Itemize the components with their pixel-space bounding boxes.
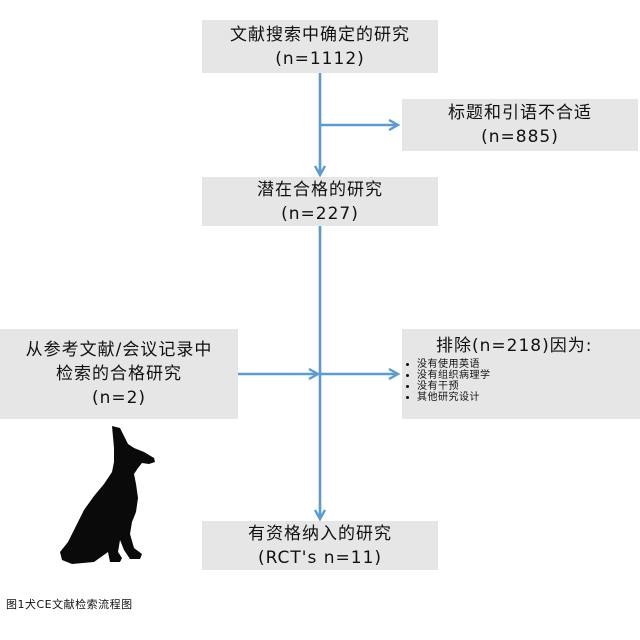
list-item: 其他研究设计 (406, 392, 491, 403)
list-item: 没有组织病理学 (406, 370, 491, 381)
potential-line2: (n=227) (281, 203, 359, 224)
included-line2: (RCT's n=11) (257, 547, 383, 568)
reason-text: 没有组织病理学 (417, 370, 491, 381)
list-item: 没有使用英语 (406, 359, 491, 370)
box-potentially-eligible: 潜在合格的研究 (n=227) (202, 177, 438, 226)
references-line2: 检索的合格研究 (56, 364, 182, 384)
exclusion-reasons-list: 没有使用英语 没有组织病理学 没有干预 其他研究设计 (402, 359, 491, 403)
reason-text: 没有使用英语 (417, 359, 480, 370)
dog-silhouette-icon (60, 426, 155, 564)
bullet-icon (406, 374, 409, 377)
box-identified-studies: 文献搜索中确定的研究 (n=1112) (202, 20, 438, 73)
box-references-search: 从参考文献/会议记录中 检索的合格研究 (n=2) (0, 329, 238, 419)
included-line1: 有资格纳入的研究 (248, 523, 392, 544)
references-line1: 从参考文献/会议记录中 (25, 340, 213, 360)
box-excluded-reasons: 排除(n=218)因为: 没有使用英语 没有组织病理学 没有干预 其他研究设计 (402, 329, 640, 419)
figure-caption: 图1犬CE文献检索流程图 (6, 598, 133, 611)
references-line3: (n=2) (91, 388, 147, 408)
bullet-icon (406, 396, 409, 399)
excluded-title-line2: (n=885) (481, 127, 559, 147)
list-item: 没有干预 (406, 381, 491, 392)
identified-line2: (n=1112) (275, 48, 365, 69)
box-included-studies: 有资格纳入的研究 (RCT's n=11) (202, 521, 438, 570)
bullet-icon (406, 385, 409, 388)
identified-line1: 文献搜索中确定的研究 (230, 24, 410, 45)
excluded-218-title: 排除(n=218)因为: (436, 336, 593, 356)
reason-text: 其他研究设计 (417, 392, 480, 403)
excluded-title-line1: 标题和引语不合适 (448, 103, 592, 123)
reason-text: 没有干预 (417, 381, 459, 392)
box-excluded-title-abstract: 标题和引语不合适 (n=885) (402, 99, 638, 151)
potential-line1: 潜在合格的研究 (257, 179, 383, 200)
bullet-icon (406, 363, 409, 366)
